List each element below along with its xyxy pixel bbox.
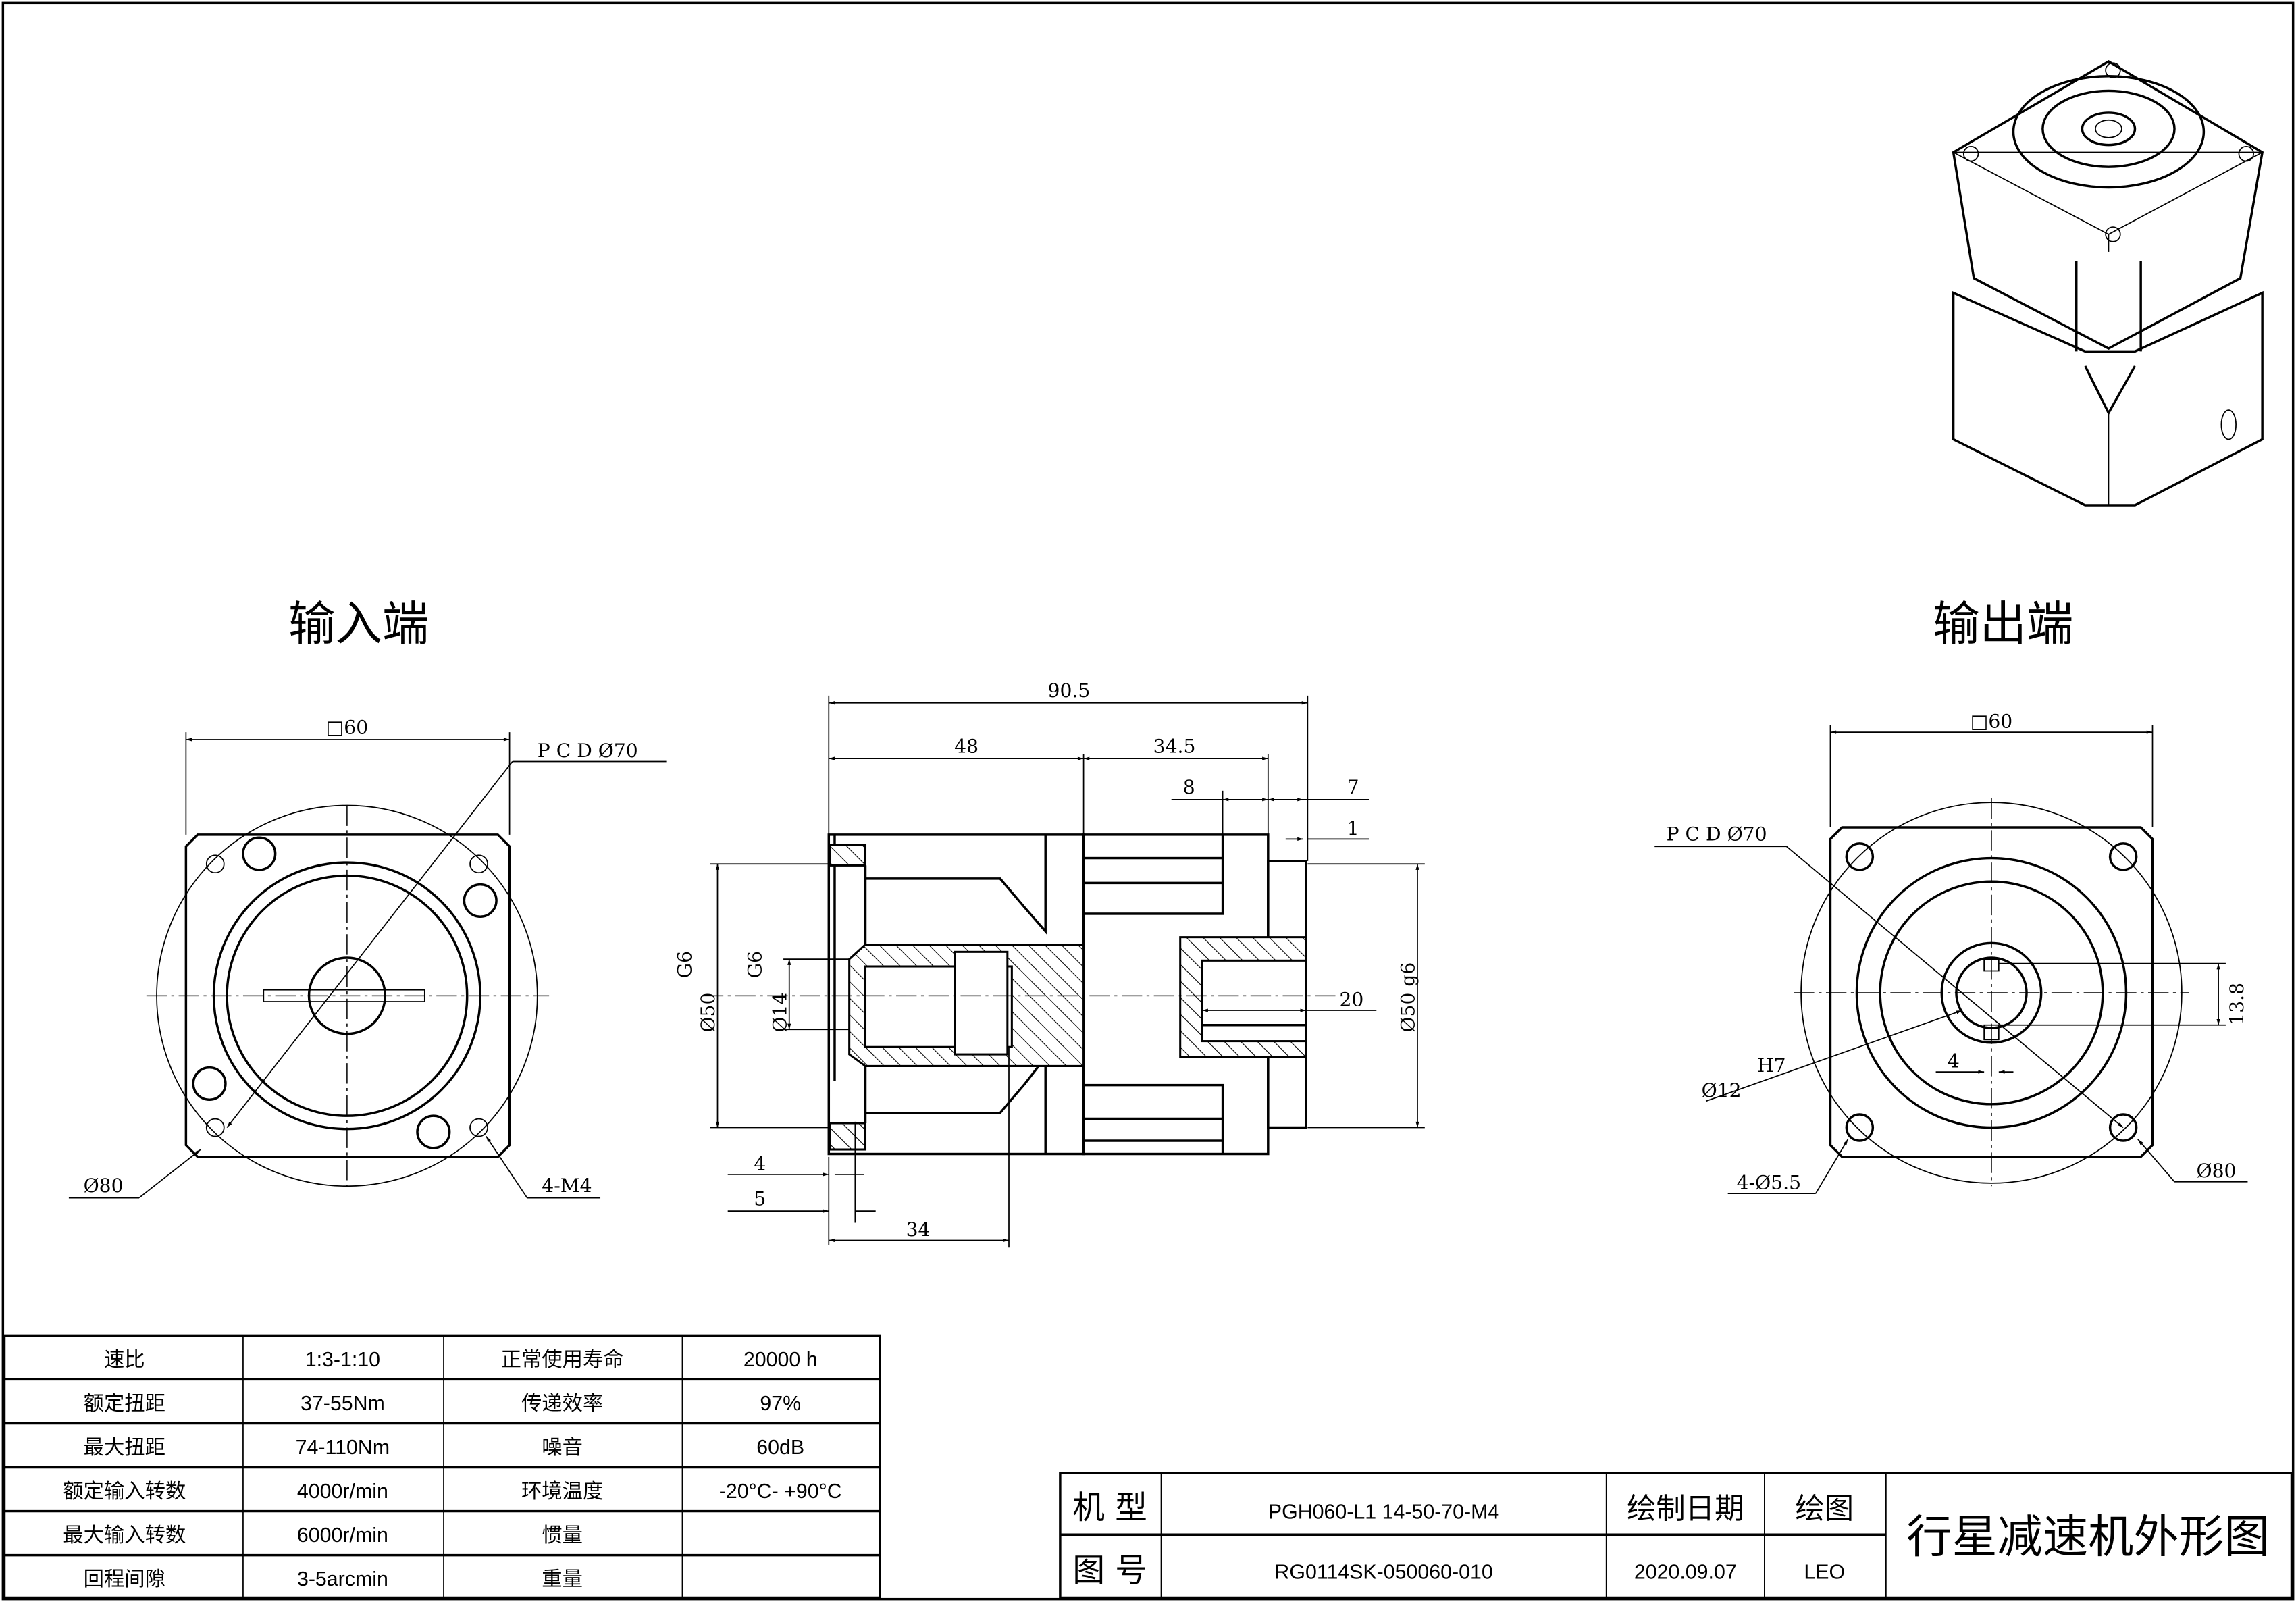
spec-label: 回程间隙 <box>84 1568 165 1591</box>
fit-g6-left: G6 <box>673 951 696 978</box>
spec-value: 20000 h <box>743 1349 818 1371</box>
spec-label: 惯量 <box>542 1524 583 1547</box>
dim-4: 4 <box>754 1152 766 1174</box>
spec-label: 重量 <box>542 1568 583 1591</box>
output-end-view <box>1654 725 2248 1194</box>
spec-row: 额定扭距 37-55Nm 传递效率 97% <box>84 1392 801 1415</box>
dim-dia-50-left: Ø50 <box>697 993 719 1033</box>
dim-1: 1 <box>1347 817 1359 839</box>
output-key-height-dim: 13.8 <box>2226 983 2248 1025</box>
spec-row: 最大扭距 74-110Nm 噪音 60dB <box>84 1436 805 1459</box>
fit-g6-inner: G6 <box>744 951 766 978</box>
isometric-view <box>1952 60 2264 507</box>
output-bore-dim: Ø12 <box>1702 1079 1742 1102</box>
output-square-dim: □60 <box>1971 710 2012 733</box>
spec-value: -20°C- +90°C <box>719 1480 842 1503</box>
spec-label: 正常使用寿命 <box>501 1348 624 1371</box>
input-pcd-dim: P C D Ø70 <box>538 740 638 762</box>
dim-dia-50-right: Ø50 g6 <box>1397 962 1419 1033</box>
dim-5: 5 <box>754 1187 766 1210</box>
input-outer-dia-dim: Ø80 <box>84 1174 124 1197</box>
spec-label: 环境温度 <box>521 1480 603 1503</box>
spec-label: 最大扭距 <box>84 1436 165 1459</box>
spec-value: 4000r/min <box>297 1480 388 1503</box>
output-pcd-dim: P C D Ø70 <box>1667 823 1767 846</box>
dim-total-length: 90.5 <box>1048 679 1091 702</box>
spec-table <box>3 1334 881 1599</box>
dim-7: 7 <box>1347 776 1359 798</box>
spec-value: 6000r/min <box>297 1524 388 1547</box>
output-holes-dim: 4-Ø5.5 <box>1737 1172 1801 1194</box>
spec-value: 74-110Nm <box>296 1437 390 1459</box>
output-outer-dia-dim: Ø80 <box>2197 1160 2237 1182</box>
output-key-width-dim: 4 <box>1948 1050 1960 1073</box>
spec-value: 37-55Nm <box>301 1393 385 1415</box>
spec-label: 额定输入转数 <box>63 1480 186 1503</box>
spec-row: 最大输入转数 6000r/min 惯量 <box>63 1524 583 1547</box>
spec-row: 额定输入转数 4000r/min 环境温度 -20°C- +90°C <box>63 1480 841 1503</box>
drawing-no-label: 图 号 <box>1072 1553 1147 1590</box>
spec-label: 噪音 <box>542 1436 583 1459</box>
side-section-view <box>702 695 1425 1248</box>
dim-34-5: 34.5 <box>1153 735 1196 757</box>
drawer-label: 绘图 <box>1795 1492 1854 1526</box>
spec-row: 速比 1:3-1:10 正常使用寿命 20000 h <box>104 1348 818 1371</box>
spec-label: 传递效率 <box>521 1392 603 1415</box>
input-holes-dim: 4-M4 <box>542 1174 592 1197</box>
date-value: 2020.09.07 <box>1634 1561 1737 1583</box>
drawing-title: 行星减速机外形图 <box>1906 1510 2270 1563</box>
spec-value: 1:3-1:10 <box>305 1349 380 1371</box>
output-view-title: 输出端 <box>1933 598 2073 652</box>
spec-row: 回程间隙 3-5arcmin 重量 <box>84 1568 583 1591</box>
drawing-no-value: RG0114SK-050060-010 <box>1274 1561 1492 1583</box>
input-end-view <box>68 732 667 1199</box>
title-block <box>1059 1472 2293 1599</box>
spec-label: 额定扭距 <box>84 1392 165 1415</box>
dim-dia-14: Ø14 <box>768 993 791 1033</box>
spec-label: 最大输入转数 <box>63 1524 186 1547</box>
dim-34: 34 <box>906 1218 931 1241</box>
model-label: 机 型 <box>1072 1489 1147 1526</box>
date-label: 绘制日期 <box>1627 1492 1744 1526</box>
spec-value: 97% <box>760 1393 801 1415</box>
spec-label: 速比 <box>104 1348 145 1371</box>
dim-20: 20 <box>1339 989 1363 1011</box>
dim-8: 8 <box>1183 776 1195 798</box>
input-view-title: 输入端 <box>288 598 429 652</box>
model-value: PGH060-L1 14-50-70-M4 <box>1268 1501 1499 1523</box>
spec-value: 60dB <box>756 1437 804 1459</box>
dim-48: 48 <box>954 735 979 757</box>
drawer-value: LEO <box>1804 1561 1845 1583</box>
spec-value: 3-5arcmin <box>297 1568 388 1591</box>
output-tolerance: H7 <box>1757 1054 1786 1077</box>
input-square-dim: □60 <box>326 716 368 738</box>
